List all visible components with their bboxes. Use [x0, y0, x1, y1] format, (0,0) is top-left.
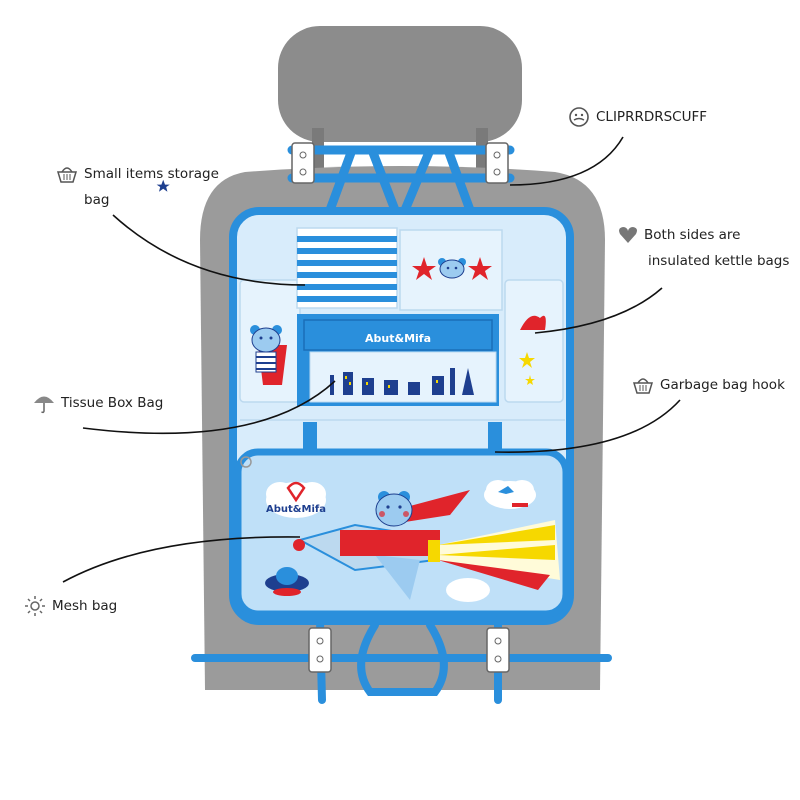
top-straps — [287, 145, 515, 215]
ufo — [265, 567, 309, 596]
label-small-items-line1: Small items storage — [84, 166, 219, 182]
dragon-right — [519, 315, 546, 385]
city-skyline — [330, 368, 474, 395]
label-kettle-2: insulated kettle bags — [648, 248, 789, 274]
heart-icon — [619, 227, 637, 243]
label-tissue-text: Tissue Box Bag — [61, 395, 164, 411]
callout-lines — [62, 136, 681, 583]
label-kettle-line1: Both sides are — [644, 227, 741, 243]
label-clip-text: CLIPRRDRSCUFF — [596, 109, 708, 125]
bear-left — [156, 179, 287, 385]
label-small-items: Small items storage — [56, 161, 219, 187]
brand-top-pocket: Abut&Mifa — [365, 332, 431, 345]
rocket — [293, 490, 470, 600]
label-kettle-line2: insulated kettle bags — [648, 253, 790, 269]
callout-line-clip — [509, 136, 624, 186]
label-clip: CLIPRRDRSCUFF — [568, 104, 707, 130]
bottom-buckles — [308, 627, 510, 673]
label-tissue: Tissue Box Bag — [33, 390, 163, 416]
label-garbage: Garbage bag hook — [632, 372, 785, 398]
callout-line-small-items — [112, 214, 306, 286]
hook-straps — [240, 419, 565, 456]
headrest — [278, 26, 522, 178]
sun-icon — [25, 596, 45, 616]
basket-icon — [632, 378, 654, 394]
mesh-pocket: Abut&Mifa — [234, 448, 570, 618]
brand-cloud-logo: Abut&Mifa — [266, 504, 326, 515]
bear-face-small — [438, 258, 466, 279]
label-kettle: Both sides are — [618, 222, 740, 248]
basket-icon — [56, 167, 78, 183]
callout-line-tissue — [82, 380, 336, 435]
callout-line-mesh — [62, 536, 301, 583]
callout-line-kettle — [534, 287, 663, 334]
label-mesh: Mesh bag — [24, 593, 117, 619]
tissue-box-pocket: Abut&Mifa — [297, 314, 499, 406]
umbrella-icon — [34, 396, 54, 414]
top-buckles — [291, 142, 509, 184]
callout-line-garbage — [494, 399, 681, 453]
label-garbage-text: Garbage bag hook — [660, 377, 785, 393]
label-mesh-text: Mesh bag — [52, 598, 118, 614]
label-small-items-2: bag — [84, 187, 109, 213]
smiley-face-icon — [569, 107, 589, 127]
label-small-items-line2: bag — [84, 192, 110, 208]
